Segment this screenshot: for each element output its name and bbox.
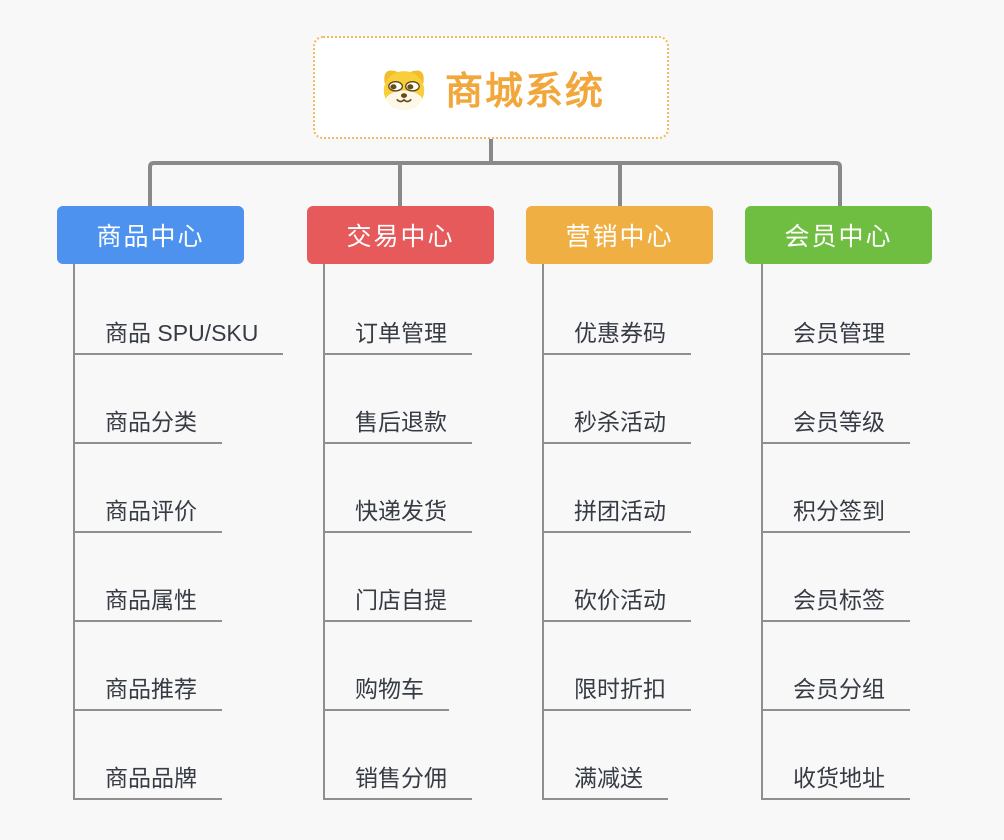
leaf-node[interactable]: 积分签到 <box>761 489 910 533</box>
leaf-node[interactable]: 会员管理 <box>761 311 910 355</box>
leaf-node[interactable]: 商品品牌 <box>73 756 222 800</box>
leaf-node[interactable]: 门店自提 <box>323 578 472 622</box>
leaf-node[interactable]: 会员标签 <box>761 578 910 622</box>
leaf-node[interactable]: 快递发货 <box>323 489 472 533</box>
branch-node-member[interactable]: 会员中心 <box>745 206 932 264</box>
leaf-node[interactable]: 会员分组 <box>761 667 910 711</box>
leaf-node[interactable]: 商品 SPU/SKU <box>73 311 284 355</box>
leaf-node[interactable]: 拼团活动 <box>542 489 691 533</box>
leaf-node[interactable]: 订单管理 <box>323 311 472 355</box>
leaf-node[interactable]: 销售分佣 <box>323 756 472 800</box>
leaf-node[interactable]: 会员等级 <box>761 400 910 444</box>
leaf-node[interactable]: 商品评价 <box>73 489 222 533</box>
root-title: 商城系统 <box>444 71 605 113</box>
branch-node-marketing[interactable]: 营销中心 <box>526 206 713 264</box>
leaf-node[interactable]: 商品推荐 <box>73 667 222 711</box>
leaf-node[interactable]: 商品分类 <box>73 400 222 444</box>
leaf-node[interactable]: 购物车 <box>323 667 449 711</box>
leaf-node[interactable]: 收货地址 <box>761 756 910 800</box>
leaf-node[interactable]: 商品属性 <box>73 578 222 622</box>
branch-node-product[interactable]: 商品中心 <box>57 206 244 264</box>
root-node[interactable]: 商城系统 <box>313 36 669 139</box>
leaf-node[interactable]: 满减送 <box>542 756 668 800</box>
dog-face-icon <box>383 69 425 110</box>
leaf-node[interactable]: 秒杀活动 <box>542 400 691 444</box>
leaf-node[interactable]: 优惠券码 <box>542 311 691 355</box>
leaf-node[interactable]: 售后退款 <box>323 400 472 444</box>
leaf-node[interactable]: 限时折扣 <box>542 667 691 711</box>
branch-node-trade[interactable]: 交易中心 <box>307 206 494 264</box>
leaf-node[interactable]: 砍价活动 <box>542 578 691 622</box>
